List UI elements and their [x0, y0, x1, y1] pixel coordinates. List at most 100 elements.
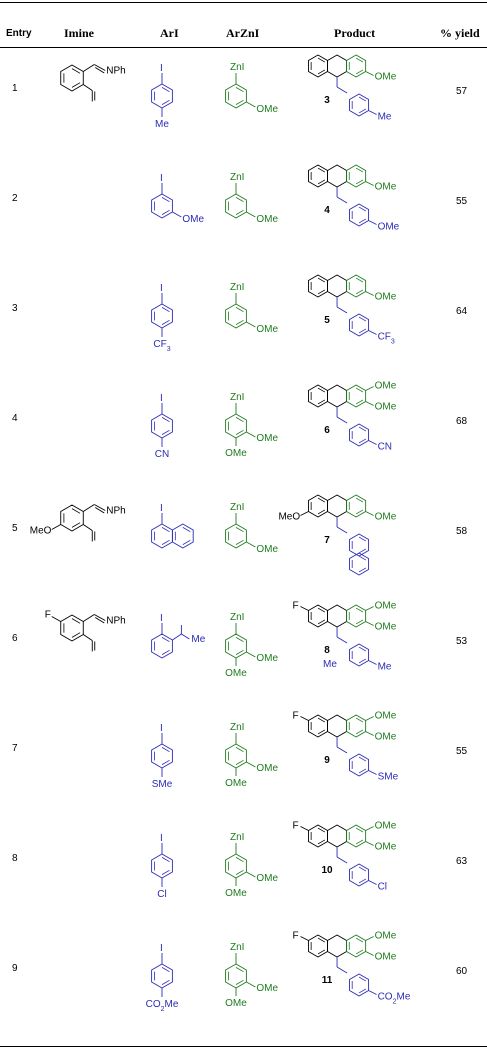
product-benzyl-ring: [349, 533, 370, 557]
product-anthracene-ring-2: [327, 274, 348, 298]
product-benzyl-ring: [349, 313, 370, 337]
entry-number: 7: [12, 743, 18, 754]
product-bottom-label: SMe: [378, 772, 399, 783]
product-bottom-label: CF3: [378, 332, 395, 346]
yield-value: 58: [456, 526, 468, 537]
yield-value: 55: [456, 746, 468, 757]
ari-substituent-label: CF3: [153, 339, 170, 353]
entry-number: 3: [12, 303, 18, 314]
arzni-zni-label: ZnI: [230, 62, 244, 73]
imine-substituent-label: F: [45, 610, 51, 621]
table-bottom-rule: [0, 1046, 487, 1047]
compound-number: 7: [324, 535, 330, 546]
header-imine: Imine: [64, 26, 94, 40]
imine-substituent-label: MeO: [30, 526, 52, 537]
compound-number: 3: [324, 95, 330, 106]
arzni-zni-label: ZnI: [230, 282, 244, 293]
arzni-substituent-label: OMe: [256, 104, 278, 115]
product-bottom-label: CO2Me: [378, 992, 411, 1006]
compound-number: 8: [324, 645, 330, 656]
arzni-benzene-ring: [225, 303, 247, 329]
arzni-benzene-ring: [225, 523, 247, 549]
yield-value: 63: [456, 856, 468, 867]
ari-iodo-label: I: [160, 833, 163, 844]
ari-iodo-label: I: [160, 283, 163, 294]
product-benzyl-ring: [349, 93, 370, 117]
arzni-substituent-label-2: OMe: [225, 448, 247, 459]
product-substituent-label: OMe: [375, 952, 397, 963]
product-bottom-label-2: Me: [323, 659, 337, 670]
product-substituent-label-2: OMe: [375, 601, 397, 612]
arzni-substituent-label: OMe: [256, 544, 278, 555]
header-product: Product: [334, 26, 376, 40]
product-benzyl-ring: [349, 973, 370, 997]
arzni-zni-label: ZnI: [230, 502, 244, 513]
header-arzni: ArZnI: [226, 26, 260, 40]
ari-substituent-label: CN: [155, 449, 169, 460]
yield-value: 53: [456, 636, 468, 647]
product-anthracene-ring-2: [327, 824, 348, 848]
arzni-substituent-label: OMe: [256, 983, 278, 994]
ari-iodo-label: I: [160, 943, 163, 954]
product-anthracene-ring-3: [346, 494, 367, 518]
ari-substituent-label: CO2Me: [146, 999, 179, 1013]
yield-value: 68: [456, 416, 468, 427]
product-substituent-label-2: OMe: [375, 821, 397, 832]
product-substituent-label: OMe: [375, 292, 397, 303]
compound-number: 9: [324, 755, 330, 766]
product-anthracene-ring-2: [327, 494, 348, 518]
table-header-rule: [0, 47, 487, 48]
arzni-zni-label: ZnI: [230, 942, 244, 953]
ari-iodo-label: I: [160, 63, 163, 74]
ari-iodo-label: I: [160, 393, 163, 404]
product-anthracene-ring-3: [346, 54, 367, 78]
ari-iodo-label: I: [160, 503, 163, 514]
table-top-rule: [0, 2, 487, 3]
product-substituent-label: OMe: [375, 732, 397, 743]
arzni-substituent-label: OMe: [256, 873, 278, 884]
product-left-label: F: [292, 931, 298, 942]
product-substituent-label-2: OMe: [375, 931, 397, 942]
product-substituent-label: OMe: [375, 622, 397, 633]
product-anthracene-ring-2: [327, 384, 348, 408]
product-left-label: MeO: [278, 512, 300, 523]
entry-number: 1: [12, 83, 18, 94]
arzni-substituent-label-2: OMe: [225, 888, 247, 899]
entry-number: 4: [12, 413, 18, 424]
yield-value: 64: [456, 306, 468, 317]
yield-value: 60: [456, 966, 468, 977]
ari-substituent-label: Me: [155, 119, 169, 130]
imine-nph-label: NPh: [106, 616, 125, 627]
product-benzyl-ring: [349, 643, 370, 667]
product-substituent-label: OMe: [375, 72, 397, 83]
entry-number: 9: [12, 963, 18, 974]
compound-number: 4: [324, 205, 330, 216]
imine-nph-label: NPh: [106, 506, 125, 517]
product-benzyl-ring: [349, 423, 370, 447]
product-substituent-label: OMe: [375, 182, 397, 193]
arzni-benzene-ring: [225, 193, 247, 219]
entry-number: 6: [12, 633, 18, 644]
arzni-zni-label: ZnI: [230, 392, 244, 403]
ari-iodo-label: I: [160, 613, 163, 624]
arzni-substituent-label-2: OMe: [225, 998, 247, 1009]
product-benzyl-ring: [349, 203, 370, 227]
entry-number: 2: [12, 193, 18, 204]
product-anthracene-ring-2: [327, 54, 348, 78]
arzni-substituent-label: OMe: [256, 763, 278, 774]
arzni-substituent-label: OMe: [256, 653, 278, 664]
ari-substituent-label: OMe: [182, 214, 204, 225]
header-entry: Entry: [6, 28, 32, 39]
product-substituent-label: OMe: [375, 512, 397, 523]
product-anthracene-ring-3: [346, 274, 367, 298]
compound-number: 5: [324, 315, 330, 326]
ari-substituent-label: SMe: [152, 779, 173, 790]
